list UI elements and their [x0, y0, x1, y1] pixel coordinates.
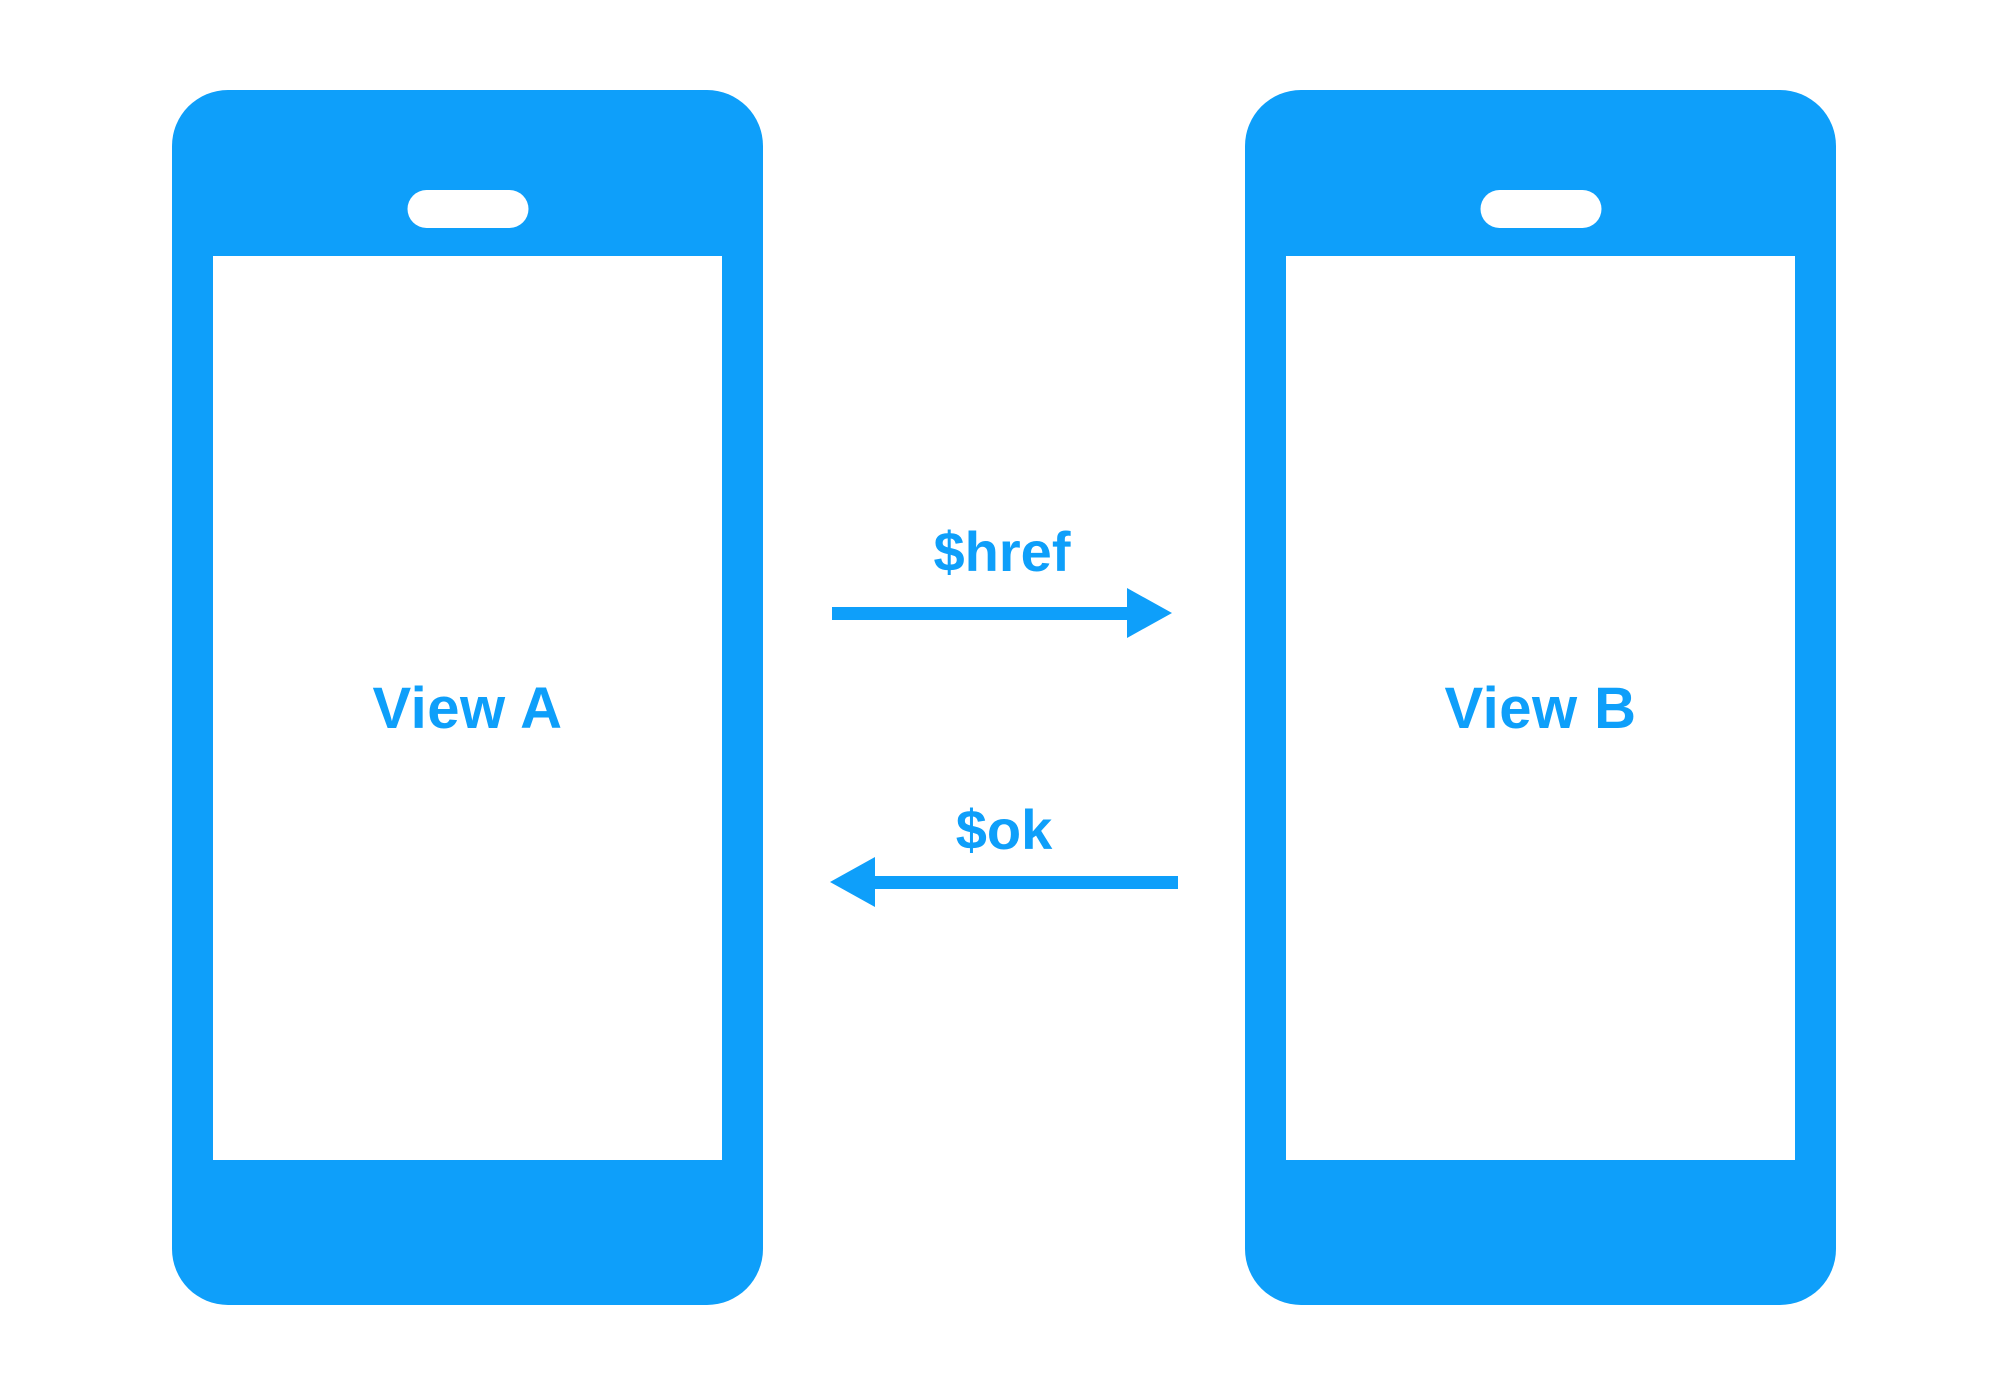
arrow-shaft	[872, 876, 1178, 889]
arrow-shaft	[832, 607, 1132, 620]
href-arrow-label: $href	[933, 520, 1071, 583]
arrow-head-right-icon	[1127, 588, 1172, 638]
ok-arrow	[830, 857, 1178, 908]
phone-a: View A	[172, 90, 763, 1305]
ok-arrow-label: $ok	[955, 798, 1053, 861]
href-arrow	[832, 588, 1172, 639]
phone-a-screen-label: View A	[372, 675, 563, 741]
speaker-slot	[1480, 190, 1601, 228]
phone-b: View B	[1245, 90, 1836, 1305]
speaker-slot	[407, 190, 528, 228]
phone-b-screen: View B	[1286, 256, 1795, 1160]
phone-b-screen-label: View B	[1444, 675, 1637, 741]
arrow-head-left-icon	[830, 857, 875, 907]
phone-a-screen: View A	[213, 256, 722, 1160]
